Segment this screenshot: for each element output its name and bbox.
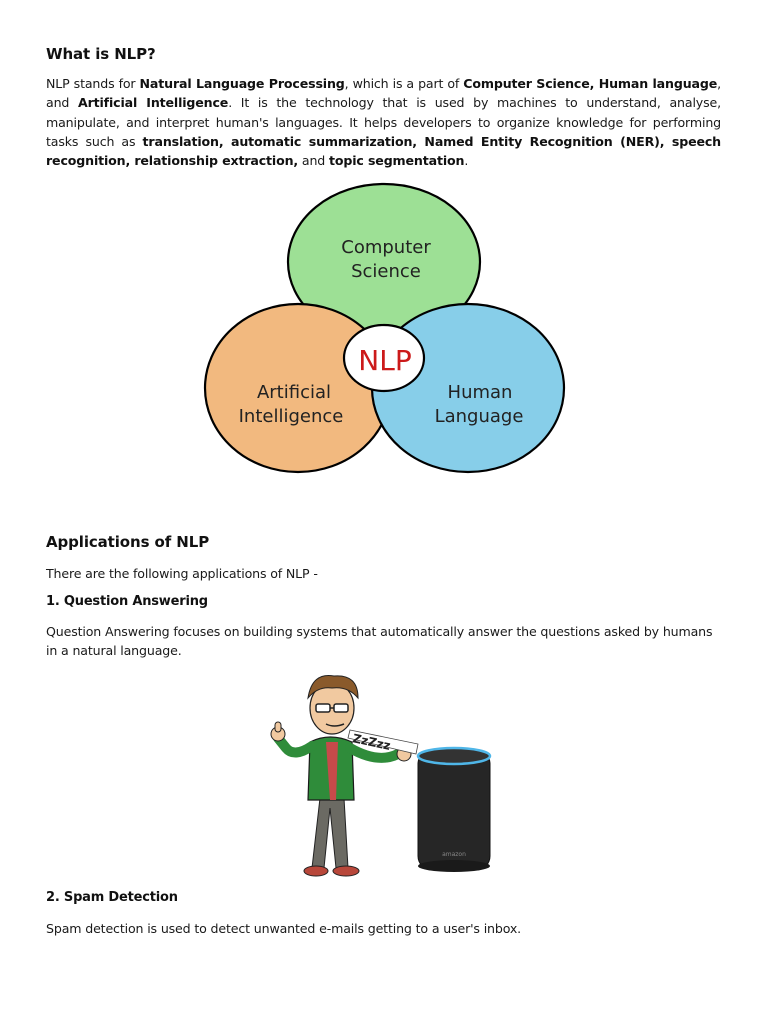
item-text-spam-detection: Spam detection is used to detect unwante… xyxy=(46,921,522,936)
cartoon-man-figure xyxy=(270,674,412,877)
item-heading-spam-detection: 2. Spam Detection xyxy=(46,890,178,905)
applications-intro: There are the following applications of … xyxy=(46,566,318,581)
para-text: and xyxy=(298,153,329,169)
nlp-definition-paragraph: NLP stands for Natural Language Processi… xyxy=(46,74,721,170)
venn-top-label-line2: Science xyxy=(351,261,421,282)
venn-left-label-line1: Artificial xyxy=(257,382,331,403)
venn-right-label-line1: Human xyxy=(448,382,513,403)
nlp-venn-diagram: Computer Science Artificial Intelligence… xyxy=(203,182,566,474)
para-text: , and xyxy=(46,76,721,111)
venn-center-circle xyxy=(342,323,426,393)
question-answering-illustration: ZzZzz amazon xyxy=(270,674,492,877)
venn-center-label: NLP xyxy=(358,344,411,377)
para-bold: translation, automatic summarization, Na… xyxy=(46,133,721,169)
section-title-what-is-nlp: What is NLP? xyxy=(46,45,156,63)
para-bold: Artificial Intelligence xyxy=(77,95,229,111)
item-text-question-answering: Question Answering focuses on building s… xyxy=(46,624,713,659)
para-bold: Computer Science, Human language xyxy=(463,76,718,91)
section-title-applications: Applications of NLP xyxy=(46,533,210,551)
para-text: , which is a part of xyxy=(344,76,464,91)
para-text: . xyxy=(464,153,469,169)
smart-speaker-device: amazon xyxy=(416,746,492,872)
para-bold: Natural Language Processing xyxy=(139,76,345,91)
venn-top-label-line1: Computer xyxy=(341,237,431,258)
para-text: . It is the technology that is used by m… xyxy=(46,95,721,149)
para-text: NLP stands for xyxy=(46,76,140,91)
para-bold: topic segmentation xyxy=(329,153,465,169)
venn-left-label-line2: Intelligence xyxy=(239,406,344,427)
speaker-brand-label: amazon xyxy=(442,851,466,858)
item-heading-question-answering: 1. Question Answering xyxy=(46,594,208,609)
venn-right-label-line2: Language xyxy=(435,406,524,427)
